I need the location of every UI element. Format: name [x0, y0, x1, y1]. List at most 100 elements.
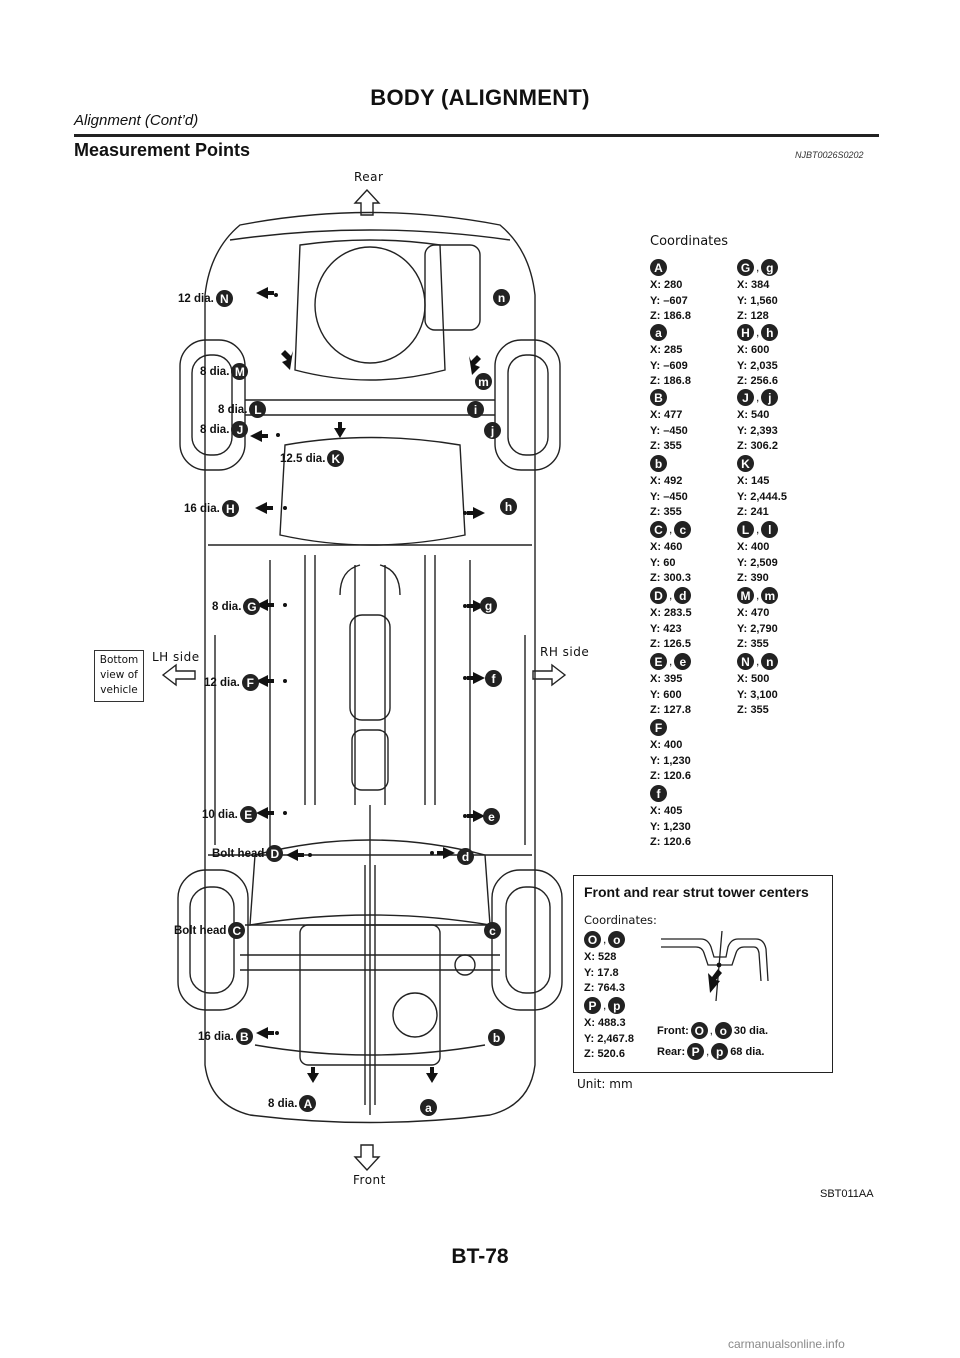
point-O-icon: O — [690, 1022, 708, 1039]
callout-K-text: 12.5 dia. — [280, 452, 326, 465]
callout-N-text: 12 dia. — [178, 292, 214, 305]
coord-block-N: N,n X: 500 Y: 3,100 Z: 355 — [737, 652, 779, 719]
point-m-icon: m — [475, 373, 492, 390]
bottom-view-box: Bottom view of vehicle — [94, 650, 144, 702]
point-a-icon: a — [650, 324, 667, 341]
coord-x: X: 145 — [737, 475, 770, 487]
point-A-icon: A — [650, 259, 667, 276]
coord-y: Y: 2,393 — [737, 424, 778, 437]
point-N-icon: N — [737, 653, 754, 670]
point-L-icon: L — [737, 521, 754, 538]
callout-G: 8 dia.G — [212, 598, 261, 615]
strut-rear-dia: 68 dia. — [730, 1045, 765, 1058]
point-P-icon: P — [584, 997, 601, 1014]
point-b-icon: b — [488, 1029, 505, 1046]
coord-z: Z: 126.5 — [650, 638, 691, 650]
point-K-icon: K — [327, 450, 345, 467]
coord-y: Y: 1,560 — [737, 294, 778, 307]
callout-B: 16 dia.B — [198, 1028, 253, 1045]
point-a-icon: a — [420, 1099, 437, 1116]
coord-y: Y: –609 — [650, 359, 688, 372]
coord-block-H: H,h X: 600 Y: 2,035 Z: 256.6 — [737, 323, 779, 390]
bottom-view-line-1: Bottom — [99, 654, 139, 666]
point-M-icon: M — [231, 363, 249, 380]
callout-J-text: 8 dia. — [200, 423, 230, 436]
coord-y: Y: 60 — [650, 556, 676, 569]
point-j-icon: j — [761, 389, 779, 406]
point-g-icon: g — [480, 597, 497, 614]
coord-y: Y: 3,100 — [737, 688, 778, 701]
coord-x: X: 492 — [650, 475, 683, 487]
coord-z: Z: 186.8 — [650, 310, 691, 322]
point-J-icon: J — [231, 421, 249, 438]
coord-z: Z: 128 — [737, 310, 769, 322]
point-p-icon: p — [608, 997, 626, 1014]
point-F-icon: F — [650, 719, 667, 736]
point-M-icon: M — [737, 587, 754, 604]
point-H-icon: H — [221, 500, 239, 517]
point-E-icon: E — [650, 653, 667, 670]
point-L-icon: L — [249, 401, 267, 418]
strut-rear-row: Rear: P , p 68 dia. — [657, 1043, 765, 1060]
bottom-view-line-2: view of — [100, 669, 138, 681]
coord-x: X: 285 — [650, 344, 683, 356]
coord-block-G: G,g X: 384 Y: 1,560 Z: 128 — [737, 258, 779, 325]
section-title: Measurement Points — [74, 140, 251, 160]
point-h-icon: h — [500, 498, 517, 515]
coord-x: X: 395 — [650, 673, 683, 685]
point-G-icon: G — [243, 598, 261, 615]
strut-front-row: Front: O , o 30 dia. — [657, 1022, 769, 1039]
callout-K: 12.5 dia.K — [280, 450, 345, 467]
figure-code: SBT011AA — [820, 1188, 874, 1200]
rear-label: Rear — [354, 170, 384, 184]
coord-y: Y: –607 — [650, 294, 688, 307]
coord-y: Y: 2,467.8 — [584, 1032, 634, 1045]
coord-z: Z: 764.3 — [584, 982, 625, 994]
callout-E-text: 10 dia. — [202, 808, 238, 821]
coord-x: X: 470 — [737, 607, 770, 619]
coord-z: Z: 355 — [650, 440, 682, 452]
page-header-subtitle: Alignment (Cont’d) — [74, 112, 199, 129]
point-N-icon: N — [215, 290, 233, 307]
coord-block-L: L,l X: 400 Y: 2,509 Z: 390 — [737, 520, 779, 587]
point-d-icon: d — [457, 848, 474, 865]
coord-block-K: K X: 145 Y: 2,444.5 Z: 241 — [737, 454, 787, 521]
front-label: Front — [353, 1173, 386, 1187]
point-o-icon: o — [714, 1022, 732, 1039]
strut-front-label: Front: — [657, 1024, 689, 1037]
coord-z: Z: 520.6 — [584, 1048, 625, 1060]
point-H-icon: H — [737, 324, 754, 341]
coord-block-E: E,e X: 395 Y: 600 Z: 127.8 — [650, 652, 692, 719]
coord-block-O: O,o X: 528 Y: 17.8 Z: 764.3 — [584, 930, 626, 997]
point-c-icon: c — [674, 521, 692, 538]
callout-H: 16 dia.H — [184, 500, 239, 517]
strut-tower-sketch — [661, 931, 769, 1001]
coord-z: Z: 241 — [737, 506, 769, 518]
coord-block-a: a X: 285 Y: –609 Z: 186.8 — [650, 323, 691, 390]
coord-block-F: F X: 400 Y: 1,230 Z: 120.6 — [650, 718, 691, 785]
point-B-icon: B — [650, 389, 667, 406]
coord-x: X: 405 — [650, 805, 683, 817]
callout-E: 10 dia.E — [202, 806, 257, 823]
strut-tower-box: Front and rear strut tower centers Coord… — [573, 875, 833, 1073]
coord-z: Z: 355 — [650, 506, 682, 518]
coord-x: X: 500 — [737, 673, 770, 685]
point-m-icon: m — [761, 587, 779, 604]
coord-x: X: 400 — [650, 739, 683, 751]
callout-J: 8 dia.J — [200, 421, 249, 438]
point-j-icon: j — [484, 422, 501, 439]
coord-x: X: 283.5 — [650, 607, 692, 619]
point-A-icon: A — [299, 1095, 317, 1112]
unit-label: Unit: mm — [577, 1077, 633, 1091]
coord-block-C: C,c X: 460 Y: 60 Z: 300.3 — [650, 520, 692, 587]
callout-M-text: 8 dia. — [200, 365, 230, 378]
coord-block-P: P,p X: 488.3 Y: 2,467.8 Z: 520.6 — [584, 996, 634, 1063]
coord-x: X: 460 — [650, 541, 683, 553]
point-K-icon: K — [737, 455, 754, 472]
point-F-icon: F — [241, 674, 259, 691]
coord-block-B: B X: 477 Y: –450 Z: 355 — [650, 388, 688, 455]
coord-y: Y: –450 — [650, 424, 688, 437]
coord-y: Y: 600 — [650, 688, 682, 701]
callout-C-text: Bolt head — [174, 924, 227, 937]
